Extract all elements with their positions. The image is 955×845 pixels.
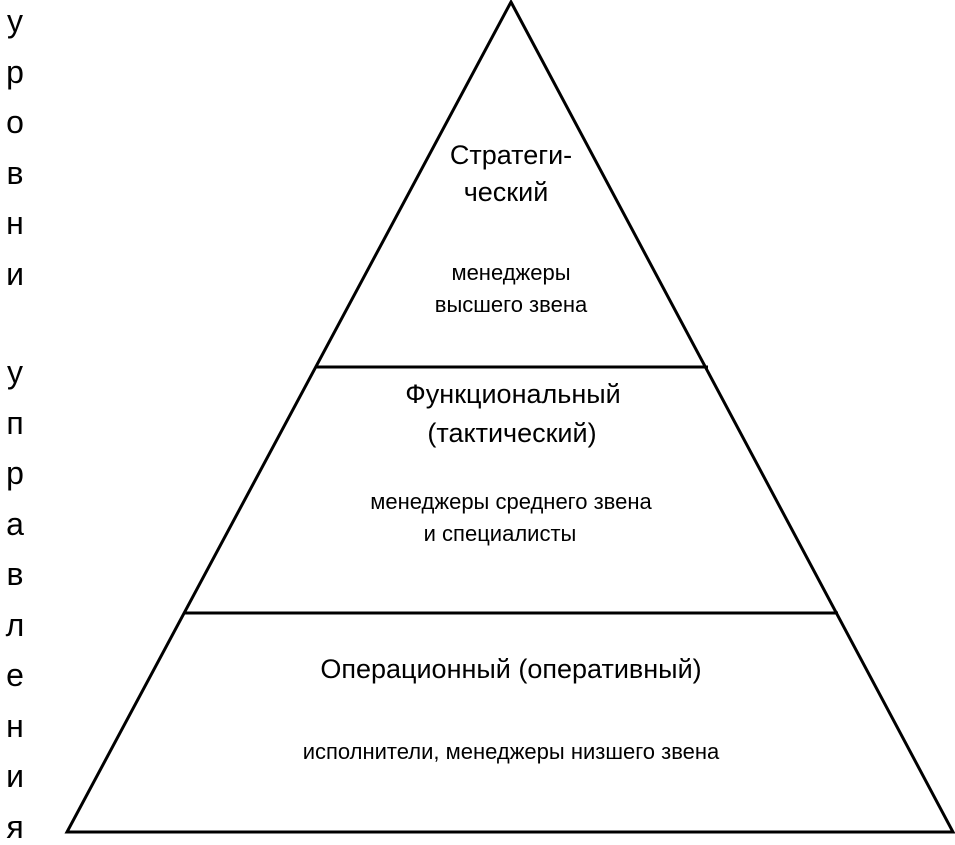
side-title-word2-letter: п <box>6 404 24 441</box>
side-title-word1-letter: р <box>6 53 24 90</box>
level-strategic-description-line1: менеджеры <box>451 260 571 285</box>
level-functional-title-line2: (тактический) <box>427 418 597 448</box>
level-functional-description-line1: менеджеры среднего звена <box>370 489 652 514</box>
side-title-word1-letter: о <box>6 104 24 140</box>
side-title-word2-letter: в <box>6 556 24 592</box>
side-title-word2-letter: и <box>6 758 24 794</box>
side-title-word2-letter: н <box>6 707 24 744</box>
level-strategic-title-line1: Стратеги- <box>449 140 573 170</box>
level-functional-title-line1: Функциональный <box>405 379 621 409</box>
side-title-word1-letter: в <box>6 154 24 191</box>
level-strategic-title-line2: ческий <box>463 177 549 207</box>
side-title-word1-letter: и <box>6 255 24 292</box>
side-title-word1-letter: н <box>6 205 24 241</box>
level-strategic-description-line2: высшего звена <box>434 292 588 317</box>
side-title-word2-letter: р <box>6 455 24 491</box>
side-title-word2-letter: а <box>6 505 24 542</box>
side-title-word1-letter: у <box>7 3 23 39</box>
level-operational-description: исполнители, менеджеры низшего звена <box>302 739 720 764</box>
level-functional-description-line2: и специалисты <box>423 521 577 546</box>
pyramid-outline <box>64 0 955 834</box>
side-title-word2-letter: е <box>6 657 24 693</box>
side-title-word2-letter: л <box>5 606 25 643</box>
level-operational-title: Операционный (оперативный) <box>320 654 702 684</box>
side-title-word2-letter: у <box>7 354 23 390</box>
